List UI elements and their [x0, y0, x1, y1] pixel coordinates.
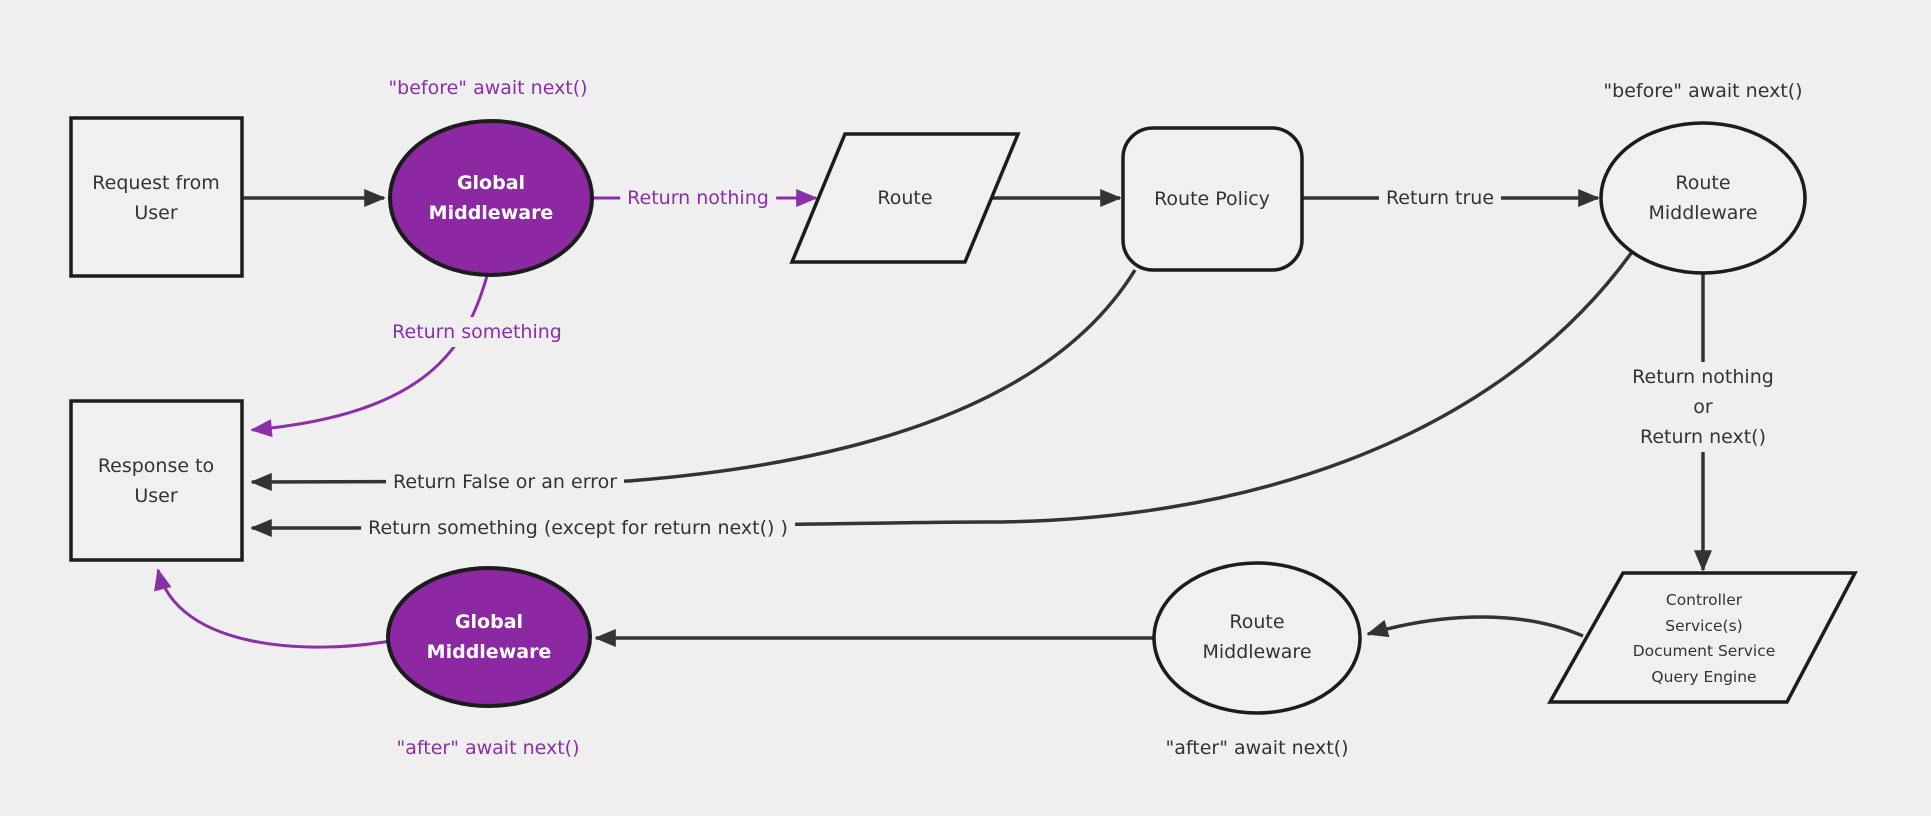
global-middleware-bottom-label: Global Middleware [427, 607, 552, 667]
return-something-edge-label: Return something [385, 317, 569, 347]
request-from-user-box [69, 116, 244, 278]
response-to-user-label: Response to User [98, 451, 214, 511]
return-nothing-edge-label: Return nothing [620, 183, 776, 213]
route-middleware-top-label: Route Middleware [1648, 168, 1757, 228]
global-middleware-bottom-ellipse [386, 566, 592, 708]
before-await-next-global-annotation: "before" await next() [388, 77, 588, 99]
route-middleware-bottom-label: Route Middleware [1202, 607, 1311, 667]
controller-services-label-line: Query Engine [1651, 667, 1757, 686]
after-await-next-route-annotation: "after" await next() [1165, 737, 1349, 759]
controller-services-label-line: Service(s) [1665, 616, 1743, 635]
return-something-except-edge-label: Return something (except for return next… [361, 513, 795, 543]
route-middleware-bottom-label-line: Middleware [1202, 641, 1312, 663]
response-to-user-label-line: Response to [97, 455, 215, 477]
return-nothing-or-next-edge-label-line: Return next() [1639, 426, 1767, 448]
arrow-controller-to-route-middleware-bottom [1366, 615, 1584, 638]
controller-services-label-line: Controller [1665, 591, 1743, 609]
controller-services-label-line: Document Service [1632, 642, 1776, 660]
response-to-user-box [69, 399, 244, 562]
route-middleware-bottom-ellipse [1152, 561, 1362, 715]
route-label: Route [877, 187, 933, 209]
arrow-global-middleware-bottom-to-response [154, 568, 391, 649]
global-middleware-top-label: Global Middleware [429, 168, 554, 228]
return-true-edge-label: Return true [1378, 183, 1502, 213]
route-policy-label: Route Policy [1154, 188, 1270, 210]
route-policy-box [1121, 126, 1304, 272]
controller-services-label: Controller Service(s) Document Service Q… [1633, 588, 1776, 690]
arrow-global-middleware-top-to-response [250, 275, 489, 438]
arrow-route-policy-to-response [250, 269, 1137, 491]
global-middleware-bottom-label-line: Global [454, 611, 524, 633]
route-middleware-bottom-label-line: Route [1229, 611, 1285, 633]
global-middleware-top-label-line: Global [456, 172, 526, 194]
return-false-or-error-edge-label: Return False or an error [385, 467, 625, 497]
route-parallelogram [789, 132, 1021, 264]
return-nothing-or-next-edge-label: Return nothing or Return next() [1625, 362, 1781, 452]
controller-services-parallelogram [1546, 571, 1858, 704]
route-middleware-top-label-line: Route [1675, 172, 1731, 194]
response-to-user-label-line: User [134, 485, 178, 507]
request-from-user-label: Request from User [92, 168, 219, 228]
global-middleware-top-label-line: Middleware [428, 202, 554, 224]
before-await-next-route-annotation: "before" await next() [1603, 80, 1803, 102]
request-from-user-label-line: Request from [92, 172, 220, 194]
return-nothing-or-next-edge-label-line: Return nothing [1632, 366, 1774, 388]
route-middleware-top-ellipse [1599, 121, 1807, 275]
return-nothing-or-next-edge-label-line: or [1693, 396, 1713, 418]
route-middleware-top-label-line: Middleware [1648, 202, 1758, 224]
global-middleware-bottom-label-line: Middleware [426, 641, 552, 663]
after-await-next-global-annotation: "after" await next() [396, 737, 580, 759]
request-from-user-label-line: User [134, 202, 178, 224]
global-middleware-top-ellipse [388, 119, 594, 277]
